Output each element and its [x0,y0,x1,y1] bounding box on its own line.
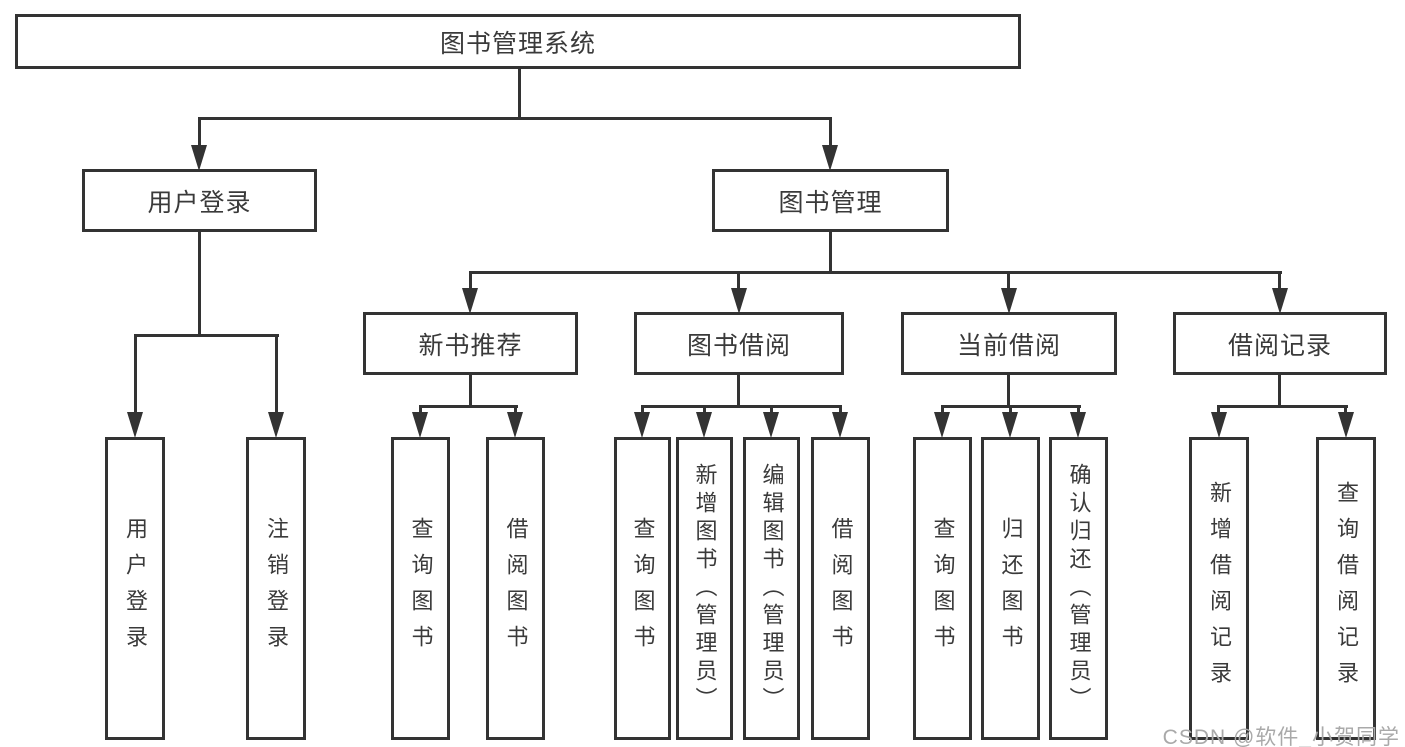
arrow-down-icon [696,412,712,438]
connector-line [469,271,1282,274]
connector-line [134,334,137,414]
leaf-user-login: 用户登录 [105,437,165,740]
node-current-borrowing: 当前借阅 [901,312,1117,375]
arrow-down-icon [191,145,207,171]
connector-line [1217,405,1348,408]
connector-line [1344,405,1347,415]
connector-line [1007,375,1010,408]
arrow-down-icon [1002,412,1018,438]
arrow-down-icon [1272,288,1288,314]
connector-line [419,405,422,415]
leaf-confirm-return-admin: 确认归还（管理员） [1049,437,1108,740]
arrow-down-icon [412,412,428,438]
arrow-down-icon [731,288,747,314]
connector-line [518,69,521,119]
arrow-down-icon [1001,288,1017,314]
connector-line [1077,405,1080,415]
leaf-query-books-current: 查询图书 [913,437,972,740]
connector-line [469,271,472,289]
connector-line [839,405,842,415]
leaf-logout: 注销登录 [246,437,306,740]
connector-line [941,405,944,415]
leaf-borrow-books-recommend: 借阅图书 [486,437,545,740]
connector-line [1217,405,1220,415]
node-new-book-recommendation: 新书推荐 [363,312,578,375]
connector-line [1278,375,1281,408]
arrow-down-icon [1338,412,1354,438]
connector-line [198,232,201,337]
arrow-down-icon [462,288,478,314]
connector-line [703,405,706,415]
connector-line [1009,405,1012,415]
node-library-system: 图书管理系统 [15,14,1021,69]
connector-line [469,375,472,408]
arrow-down-icon [822,145,838,171]
arrow-down-icon [1070,412,1086,438]
leaf-add-books-admin: 新增图书（管理员） [676,437,733,740]
connector-line [514,405,517,415]
leaf-query-books-borrow: 查询图书 [614,437,671,740]
node-user-login: 用户登录 [82,169,317,232]
connector-line [1007,271,1010,289]
connector-line [829,117,832,147]
arrow-down-icon [127,412,143,438]
arrow-down-icon [634,412,650,438]
connector-line [829,232,832,274]
arrow-down-icon [832,412,848,438]
connector-line [641,405,842,408]
leaf-edit-books-admin: 编辑图书（管理员） [743,437,800,740]
connector-line [198,117,201,147]
connector-line [737,375,740,408]
leaf-query-borrow-record: 查询借阅记录 [1316,437,1376,740]
watermark: CSDN @软件_小贺同学 [1162,726,1400,747]
connector-line [770,405,773,415]
connector-line [419,405,518,408]
arrow-down-icon [507,412,523,438]
leaf-query-books-recommend: 查询图书 [391,437,450,740]
connector-line [198,117,832,120]
node-book-management: 图书管理 [712,169,949,232]
connector-line [641,405,644,415]
arrow-down-icon [763,412,779,438]
node-book-borrowing: 图书借阅 [634,312,844,375]
connector-line [1278,271,1281,289]
arrow-down-icon [934,412,950,438]
connector-line [737,271,740,289]
leaf-return-books: 归还图书 [981,437,1040,740]
node-borrowing-records: 借阅记录 [1173,312,1387,375]
arrow-down-icon [268,412,284,438]
leaf-add-borrow-record: 新增借阅记录 [1189,437,1249,740]
arrow-down-icon [1211,412,1227,438]
connector-line [134,334,279,337]
connector-line [275,334,278,414]
leaf-borrow-books: 借阅图书 [811,437,870,740]
